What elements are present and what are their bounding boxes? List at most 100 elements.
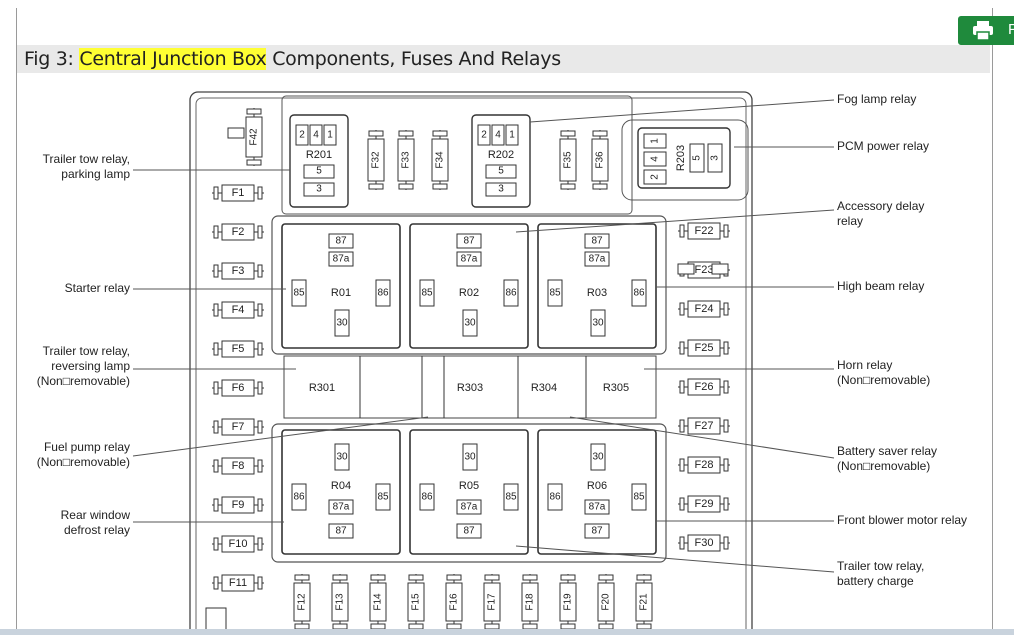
fuse-f24 <box>687 300 721 318</box>
relay-r201-pin-label-1: 2 <box>299 130 305 141</box>
fuse-f27 <box>687 417 721 435</box>
relay-r05-pin-label-3: 85 <box>505 492 517 503</box>
fuse-f6-label: F6 <box>232 382 245 394</box>
callout-high-beam-relay-line-1: High beam relay <box>837 279 924 293</box>
fuse-f33-label: F33 <box>401 151 412 169</box>
fuse-f12-label: F12 <box>297 593 308 611</box>
relay-r06-pin-label-1: 30 <box>592 452 604 463</box>
fuse-f20-label: F20 <box>601 593 612 611</box>
fuse-f35-cap-t <box>560 130 576 137</box>
relay-r06-pin-label-5: 87 <box>591 526 603 537</box>
relay-r03-pin-30 <box>590 309 606 337</box>
relay-r03-pin-87a <box>584 251 610 267</box>
print-button[interactable]: P <box>958 16 1014 45</box>
relay-r02-pin-85 <box>419 279 435 307</box>
callout-trailer-tow-relay-line-2: battery charge <box>837 574 914 588</box>
relay-r04-pin-86 <box>291 483 307 511</box>
relay-r04-pin-label-3: 85 <box>377 492 389 503</box>
relay-r03-label: R03 <box>587 287 607 299</box>
relay-r203-pin-label-4: 5 <box>692 155 703 161</box>
relay-r203-label: R203 <box>675 145 687 171</box>
relay-r06-pin-86 <box>547 483 563 511</box>
fuse-f22-cap-l <box>679 224 685 238</box>
fuse-f32-cap-t <box>368 130 384 137</box>
fuse-f20-cap-t <box>598 574 614 581</box>
fuse-f32-label: F32 <box>371 151 382 169</box>
relay-r01-pin-30 <box>334 309 350 337</box>
printer-icon <box>973 21 993 41</box>
relay-r05-pin-87 <box>456 523 482 539</box>
fuse-f29-cap-l <box>679 497 685 511</box>
fuse-f21-cap-t <box>636 574 652 581</box>
fuse-f2 <box>221 223 255 241</box>
title-suffix: Components, Fuses And Relays <box>266 48 561 70</box>
fuse-f7-cap-l <box>213 420 219 434</box>
relay-r05-label: R05 <box>459 480 479 492</box>
fuse-f30-label: F30 <box>695 537 714 549</box>
relay-r203-pin-label-5: 3 <box>710 155 721 161</box>
fuse-f5-label: F5 <box>232 343 245 355</box>
fuse-f7 <box>221 418 255 436</box>
callout-fog-lamp-relay-line-1: Fog lamp relay <box>837 92 916 106</box>
relay-r03-pin-85 <box>547 279 563 307</box>
relay-r203-pin-c <box>643 169 667 185</box>
fuse-f17-cap-t <box>484 574 500 581</box>
relay-r201-pin-3 <box>303 182 335 197</box>
callout-trailer-tow-relay-leader <box>515 545 835 573</box>
fuse-f32 <box>367 138 385 182</box>
top-strip <box>281 95 633 215</box>
relay-r203-pin-label-3: 2 <box>650 174 661 180</box>
fuse-f42-cap-t <box>246 108 262 115</box>
fuse-f11-cap-r <box>257 576 263 590</box>
callout-battery-saver-relay-leader <box>569 416 835 459</box>
fuse-f22-label: F22 <box>695 225 714 237</box>
fuse-f17-label: F17 <box>487 593 498 611</box>
fuse-f34 <box>431 138 449 182</box>
relay-r301-label: R301 <box>309 382 335 394</box>
callout-accessory-delay-leader <box>515 209 835 233</box>
callout-fuel-pump-relay-line-1: Fuel pump relay <box>44 440 130 454</box>
fuse-f25 <box>687 339 721 357</box>
fuse-f6 <box>221 379 255 397</box>
fuse-f14 <box>369 582 387 622</box>
fuse-f36-cap-b <box>592 183 608 190</box>
fuse-f9-label: F9 <box>232 499 245 511</box>
relay-r305-label: R305 <box>603 382 629 394</box>
fuse-f27-label: F27 <box>695 420 714 432</box>
fuse-f2-label: F2 <box>232 226 245 238</box>
callout-trailer-tow-relay-line-1: Trailer tow relay, <box>837 559 924 573</box>
fuse-f11-cap-l <box>213 576 219 590</box>
relay-r01-pin-85 <box>291 279 307 307</box>
box-inner-outline <box>195 97 747 635</box>
relay-r01-pin-label-2: 87a <box>333 254 350 265</box>
relay-r04-pin-85 <box>375 483 391 511</box>
fuse-f2-cap-l <box>213 225 219 239</box>
taskbar-strip <box>0 629 1014 635</box>
fuse-f13-cap-t <box>332 574 348 581</box>
fuse-f15-cap-t <box>408 574 424 581</box>
relay-r201-pin-label-2: 4 <box>313 130 319 141</box>
fuse-f9 <box>221 496 255 514</box>
callout-trailer-tow-relay-line-1: Trailer tow relay, <box>43 152 130 166</box>
relay-r203-pin-b <box>643 151 667 167</box>
relay-r06-pin-label-2: 86 <box>549 492 561 503</box>
fuse-f10-cap-l <box>213 537 219 551</box>
fuse-f42 <box>245 116 263 158</box>
callout-front-blower-motor-relay-line-1: Front blower motor relay <box>837 513 967 527</box>
relay-r05-pin-30 <box>462 443 478 471</box>
relay-r05 <box>409 429 529 555</box>
fuse-f14-cap-t <box>370 574 386 581</box>
small-terminal <box>227 127 245 139</box>
figure-title: Fig 3: Central Junction Box Components, … <box>24 48 561 70</box>
fuse-f26-label: F26 <box>695 381 714 393</box>
fuse-f27-cap-r <box>723 419 729 433</box>
fuse-f1-cap-r <box>257 186 263 200</box>
fuse-f24-cap-l <box>679 302 685 316</box>
fuse-f35-label: F35 <box>563 151 574 169</box>
relay-r201-pin-label-3: 1 <box>327 130 333 141</box>
spare-terminal-2 <box>711 263 729 275</box>
relay-r02-pin-label-2: 87a <box>461 254 478 265</box>
fuse-f33 <box>397 138 415 182</box>
relay-r02-label: R02 <box>459 287 479 299</box>
relay-r203-pin-d <box>689 143 705 173</box>
